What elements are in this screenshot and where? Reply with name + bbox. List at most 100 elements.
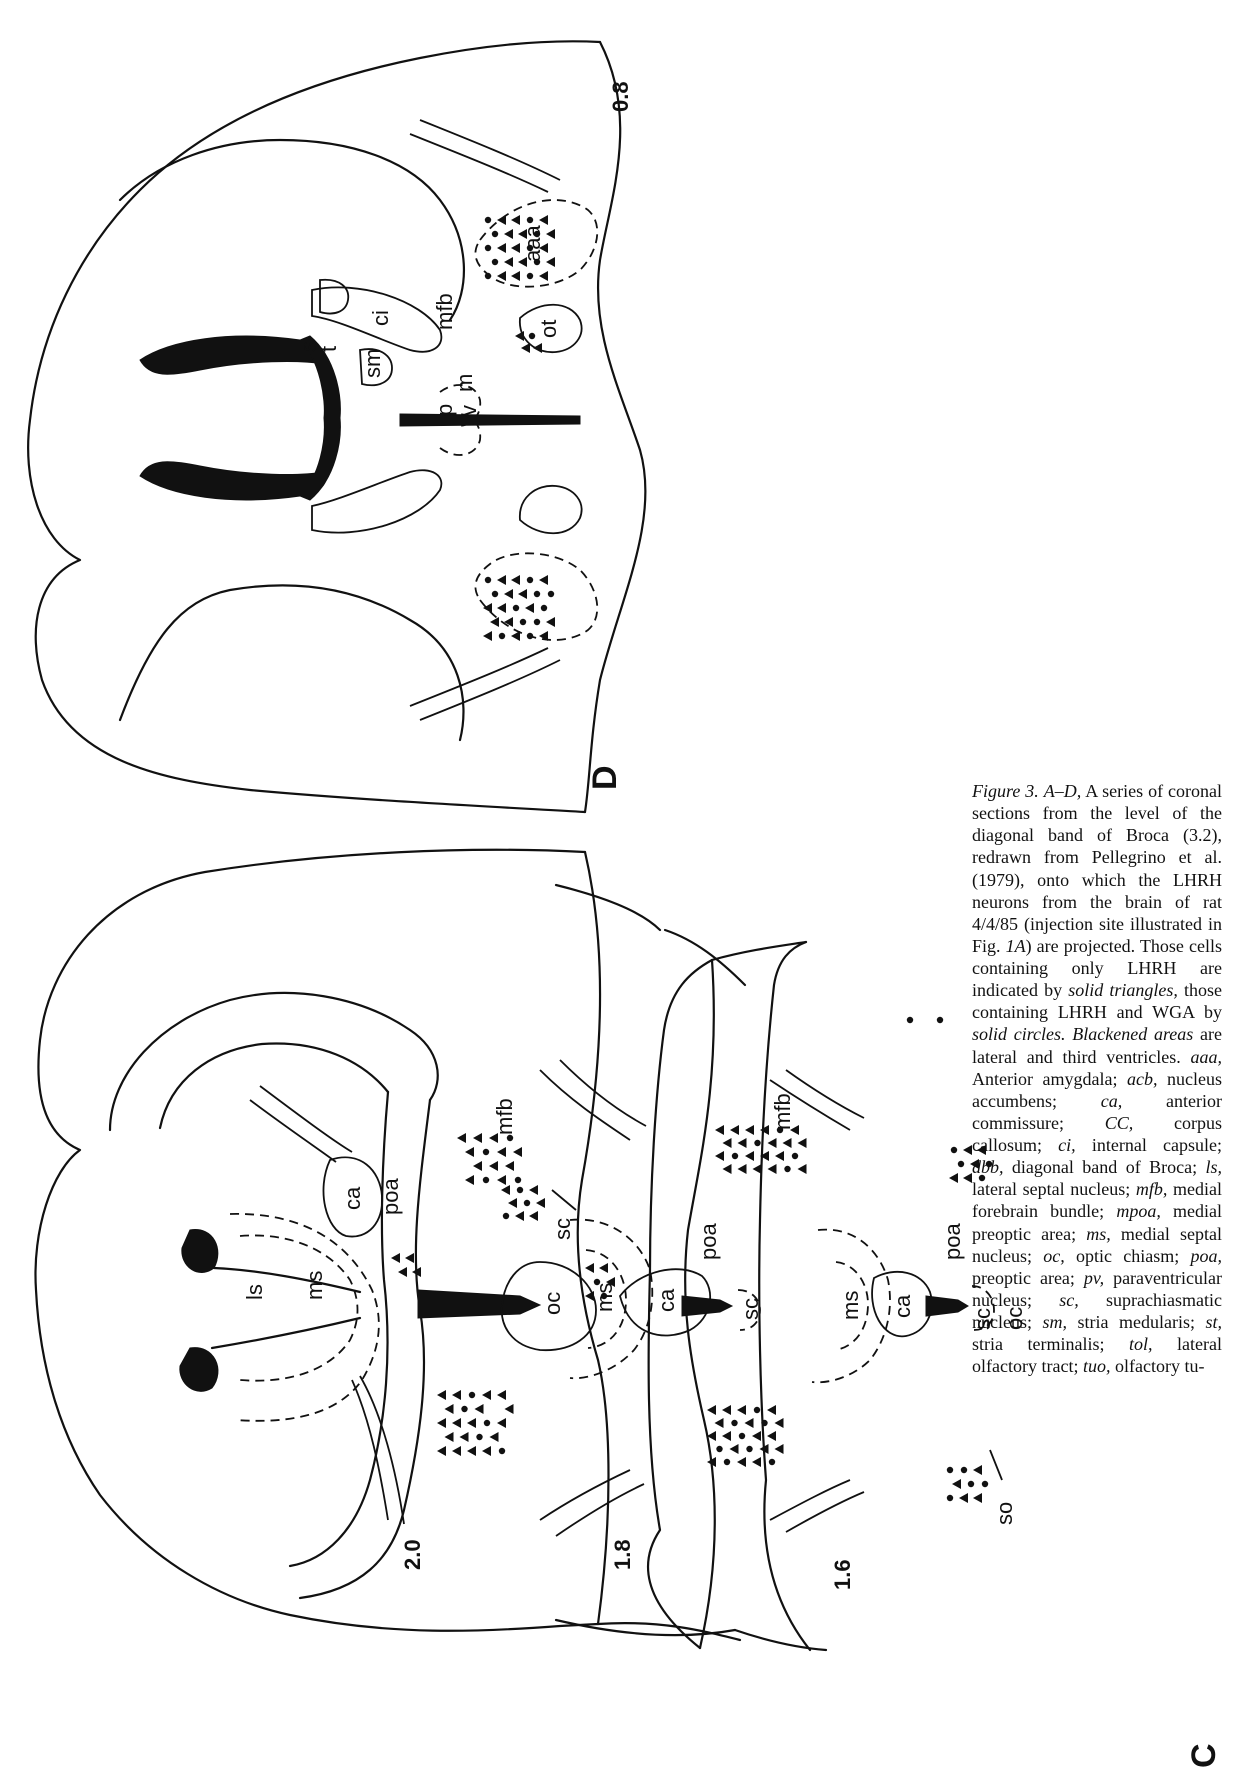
caption-text-11: lateral septal nucleus; [972,1179,1136,1199]
aaa-d-upper-circle-marker [485,217,491,223]
caption-abbr-mfb: mfb, [1136,1179,1168,1199]
caption-text-5: Anterior amygdala; [972,1069,1127,1089]
label-poa: poa [378,1178,403,1215]
poa-2-0-upper-triangle-marker [457,1133,466,1143]
ci-outline-d-right [312,470,441,532]
poa-2-0-lower-triangle-marker [460,1432,469,1442]
poa-2-0-lower-triangle-marker [452,1446,461,1456]
sc-2-0-triangle-marker [508,1198,517,1208]
st-outline-d [320,280,348,314]
sc-2-0-circle-marker [524,1200,530,1206]
caption-abbr-acb: acb, [1127,1069,1158,1089]
aaa-d-lower-circle-marker [534,619,540,625]
aaa-d-lower-circle-marker [513,605,519,611]
label-mfb-1-8: mfb [770,1093,795,1130]
poa-1-8-lower-triangle-marker [722,1405,731,1415]
mfb-1-8-triangle-marker [730,1125,739,1135]
poa-2-0-lower-triangle-marker [437,1446,446,1456]
mfb-1-8-triangle-marker [798,1138,807,1148]
mfb-1-8-circle-marker [792,1153,798,1159]
septum-line-2-0 [212,1268,360,1348]
aaa-d-upper-triangle-marker [539,271,548,281]
aaa-d-lower-triangle-marker [511,575,520,585]
caption-fig-label: Figure 3. [972,781,1039,801]
ms-2-0-triangle-marker [398,1267,407,1277]
level-label-2-0: 2.0 [400,1539,425,1570]
lateral-ventricle-d-right [140,462,326,500]
caption-text-9: internal capsule; [1076,1135,1222,1155]
caption-abbr-oc: oc, [1043,1246,1065,1266]
mfb-1-8-triangle-marker [745,1125,754,1135]
ot-d-triangle-marker [521,343,530,353]
aaa-d-lower-circle-marker [534,591,540,597]
sc-2-0-circle-marker [503,1213,509,1219]
poa-1-8-lower-triangle-marker [775,1418,784,1428]
third-ventricle-1-6 [926,1296,968,1316]
aaa-d-upper-circle-marker [527,217,533,223]
third-ventricle-1-8 [682,1296,732,1316]
poa-2-0-lower-triangle-marker [445,1432,454,1442]
label-sc-1-8: sc [738,1298,763,1320]
cortex-boundary-0-8-upper [120,140,464,320]
poa-2-0-lower-triangle-marker [437,1418,446,1428]
poa-2-0-lower-circle-marker [476,1434,482,1440]
caption-abbr-mpoa: mpoa, [1116,1201,1161,1221]
aaa-d-upper-triangle-marker [497,215,506,225]
aaa-d-upper-triangle-marker [511,271,520,281]
sc-2-0-triangle-marker [515,1211,524,1221]
ms-1-8-triangle-marker [585,1263,594,1273]
label-sm: sm [360,349,385,378]
caption-text-16: preoptic area; [972,1268,1084,1288]
caption-abbr-pv: pv, [1084,1268,1104,1288]
ot-d-circle-marker [529,333,535,339]
mfb-1-6-circle-marker [907,1017,913,1023]
mfb-1-8-triangle-marker [738,1164,747,1174]
poa-2-0-upper-triangle-marker [473,1161,482,1171]
poa-1-6-triangle-marker [963,1145,972,1155]
so-1-6-circle-marker [947,1495,953,1501]
caption-abbr-tol: tol, [1129,1334,1153,1354]
caption-abbr-tuo: tuo, [1083,1356,1111,1376]
mfb-1-8-triangle-marker [715,1151,724,1161]
figure-caption: Figure 3. A–D, A series of coronal secti… [972,780,1222,1377]
section-2-0-outline [35,850,598,1631]
section-0-8-right [585,42,645,812]
leader-so [990,1450,1002,1480]
mfb-1-8-circle-marker [732,1153,738,1159]
aaa-d-lower-circle-marker [548,591,554,597]
label-oc: oc [540,1292,565,1315]
mfb-1-8-triangle-marker [783,1138,792,1148]
so-1-6-circle-marker [982,1481,988,1487]
aaa-d-lower-triangle-marker [539,575,548,585]
aaa-d-lower-circle-marker [541,605,547,611]
poa-1-8-lower-circle-marker [769,1459,775,1465]
ot-d-triangle-marker [515,331,524,341]
sc-2-0-triangle-marker [536,1198,545,1208]
caption-abbr-CC: CC, [1105,1113,1134,1133]
poa-1-6-triangle-marker [963,1173,972,1183]
label-ms: ms [302,1271,327,1300]
aaa-d-lower-triangle-marker [497,575,506,585]
rhinal-fissure-d-right [410,648,560,720]
sc-2-0-triangle-marker [501,1185,510,1195]
rhinal-fissure-d-left [410,120,560,192]
mfb-1-8-triangle-marker [745,1151,754,1161]
mfb-1-8-circle-marker [784,1166,790,1172]
ventricle-arch-2-0-lower-inner [290,1092,388,1566]
label-mfb: mfb [492,1098,517,1135]
aaa-d-lower-triangle-marker [497,603,506,613]
label-ms-1-6: ms [838,1291,863,1320]
mfb-1-8-triangle-marker [738,1138,747,1148]
poa-1-6-circle-marker [951,1147,957,1153]
sc-2-0-triangle-marker [529,1211,538,1221]
midline-slit-d [400,414,580,426]
poa-1-8-lower-circle-marker [746,1446,752,1452]
caption-text-10: diagonal band of Broca; [1004,1157,1206,1177]
mfb-1-8-circle-marker [777,1127,783,1133]
lateral-ventricle-1-6-right [770,1480,864,1532]
aaa-d-lower-circle-marker [527,633,533,639]
label-poa-1-6: poa [940,1223,965,1260]
caption-abbr-aaa: aaa, [1191,1047,1223,1067]
ventricle-arch-2-0-inner [160,1043,388,1128]
so-1-6-triangle-marker [973,1465,982,1475]
